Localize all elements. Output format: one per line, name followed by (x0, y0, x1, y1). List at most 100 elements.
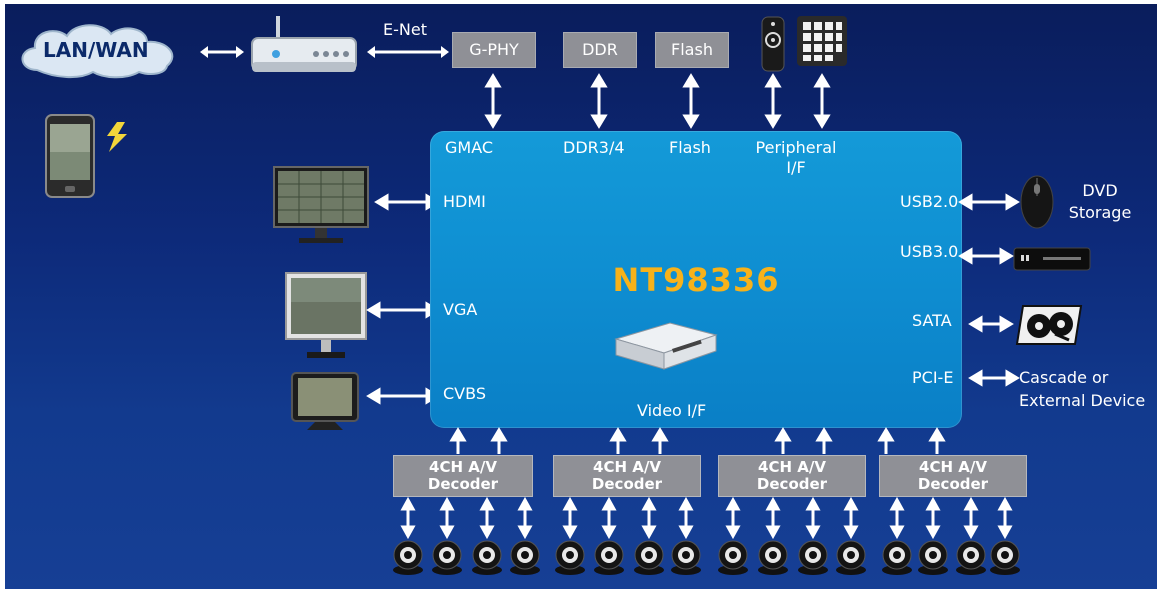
camera-group-13 (882, 496, 912, 575)
cascade-line1: Cascade or (1019, 368, 1109, 387)
camera-arrow (765, 496, 781, 540)
ddr-block: DDR (563, 32, 637, 68)
camera-arrow (641, 496, 657, 540)
decoder-4-line1: 4CH A/V (919, 458, 987, 476)
camera-arrow (678, 496, 694, 540)
flash-if-label: Flash (669, 138, 711, 157)
camera-arrow (725, 496, 741, 540)
camera-group-7 (634, 496, 664, 575)
decoder-2-line1: 4CH A/V (593, 458, 661, 476)
smartphone-icon (45, 114, 95, 198)
cloud-icon (21, 24, 174, 79)
camera-icon (555, 540, 585, 575)
camera-arrow (889, 496, 905, 540)
camera-group-5 (555, 496, 585, 575)
camera-group-16 (990, 496, 1020, 575)
camera-arrow (517, 496, 533, 540)
peripheral-line2: I/F (786, 158, 806, 177)
camera-group-3 (472, 496, 502, 575)
camera-arrow (963, 496, 979, 540)
camera-group-8 (671, 496, 701, 575)
usb-drive-icon (1013, 247, 1091, 271)
camera-group-4 (510, 496, 540, 575)
video-if-label: Video I/F (637, 401, 707, 420)
decoder-4-line2: Decoder (917, 475, 989, 493)
camera-group-11 (798, 496, 828, 575)
camera-arrow (843, 496, 859, 540)
camera-group-1 (393, 496, 423, 575)
camera-group-15 (956, 496, 986, 575)
soc-chip: NT98336 Video I/F (430, 131, 962, 428)
camera-group-9 (718, 496, 748, 575)
router-icon (251, 16, 357, 72)
camera-row (393, 496, 1020, 575)
camera-icon (798, 540, 828, 575)
right-arrows (958, 193, 1020, 387)
camera-arrow (400, 496, 416, 540)
usb3-label: USB3.0 (900, 242, 959, 261)
cvbs-label: CVBS (443, 384, 486, 403)
decoder-1-line1: 4CH A/V (429, 458, 497, 476)
dvr-device-icon (614, 322, 718, 370)
decoder-1-line2: Decoder (427, 475, 499, 493)
wireless-signal-icon (107, 122, 127, 152)
camera-group-2 (432, 496, 462, 575)
enet-label: E-Net (383, 20, 427, 39)
dvd-line2: Storage (1068, 203, 1132, 222)
camera-icon (990, 540, 1020, 575)
camera-arrow (601, 496, 617, 540)
enet-arrow (367, 46, 449, 58)
camera-group-12 (836, 496, 866, 575)
flash-block: Flash (655, 32, 729, 68)
camera-icon (836, 540, 866, 575)
vga-label: VGA (443, 300, 478, 319)
mouse-icon (1020, 175, 1054, 229)
cvbs-tv-icon (291, 372, 359, 430)
camera-icon (956, 540, 986, 575)
camera-group-14 (918, 496, 948, 575)
camera-arrow (439, 496, 455, 540)
hdmi-label: HDMI (443, 192, 486, 211)
cascade-device-label: Cascade or External Device (1019, 366, 1145, 412)
remote-control-icon (761, 16, 785, 72)
chip-title: NT98336 (612, 261, 780, 299)
decoder-block-3: 4CH A/V Decoder (718, 455, 866, 497)
camera-arrow (479, 496, 495, 540)
camera-icon (510, 540, 540, 575)
pcie-label: PCI-E (912, 368, 954, 387)
decoder-chip-arrows (449, 427, 946, 454)
keypad-icon (797, 16, 847, 66)
ddr34-label: DDR3/4 (563, 138, 625, 157)
camera-icon (594, 540, 624, 575)
camera-icon (671, 540, 701, 575)
diagram-canvas: LAN/WAN E-Net G-PHY DDR Flash (5, 4, 1157, 589)
gphy-block: G-PHY (452, 32, 536, 68)
peripheral-line1: Peripheral (755, 138, 837, 157)
camera-arrow (805, 496, 821, 540)
camera-group-6 (594, 496, 624, 575)
camera-icon (758, 540, 788, 575)
top-arrows (484, 73, 831, 129)
camera-icon (472, 540, 502, 575)
camera-icon (432, 540, 462, 575)
camera-icon (634, 540, 664, 575)
usb2-label: USB2.0 (900, 192, 959, 211)
decoder-3-line1: 4CH A/V (758, 458, 826, 476)
camera-icon (393, 540, 423, 575)
peripheral-if-label: Peripheral I/F (751, 138, 841, 178)
hdmi-monitor-icon (273, 166, 369, 243)
gmac-label: GMAC (445, 138, 494, 157)
hard-disk-icon (1015, 305, 1083, 345)
decoder-block-1: 4CH A/V Decoder (393, 455, 533, 497)
vga-monitor-icon (285, 272, 367, 358)
camera-icon (882, 540, 912, 575)
dvd-storage-label: DVD Storage (1063, 180, 1137, 224)
dvd-line1: DVD (1082, 181, 1118, 200)
decoder-2-line2: Decoder (591, 475, 663, 493)
sata-label: SATA (912, 311, 952, 330)
decoder-3-line2: Decoder (756, 475, 828, 493)
cloud-router-arrow (200, 46, 244, 58)
decoder-block-2: 4CH A/V Decoder (553, 455, 701, 497)
camera-arrow (997, 496, 1013, 540)
camera-arrow (925, 496, 941, 540)
